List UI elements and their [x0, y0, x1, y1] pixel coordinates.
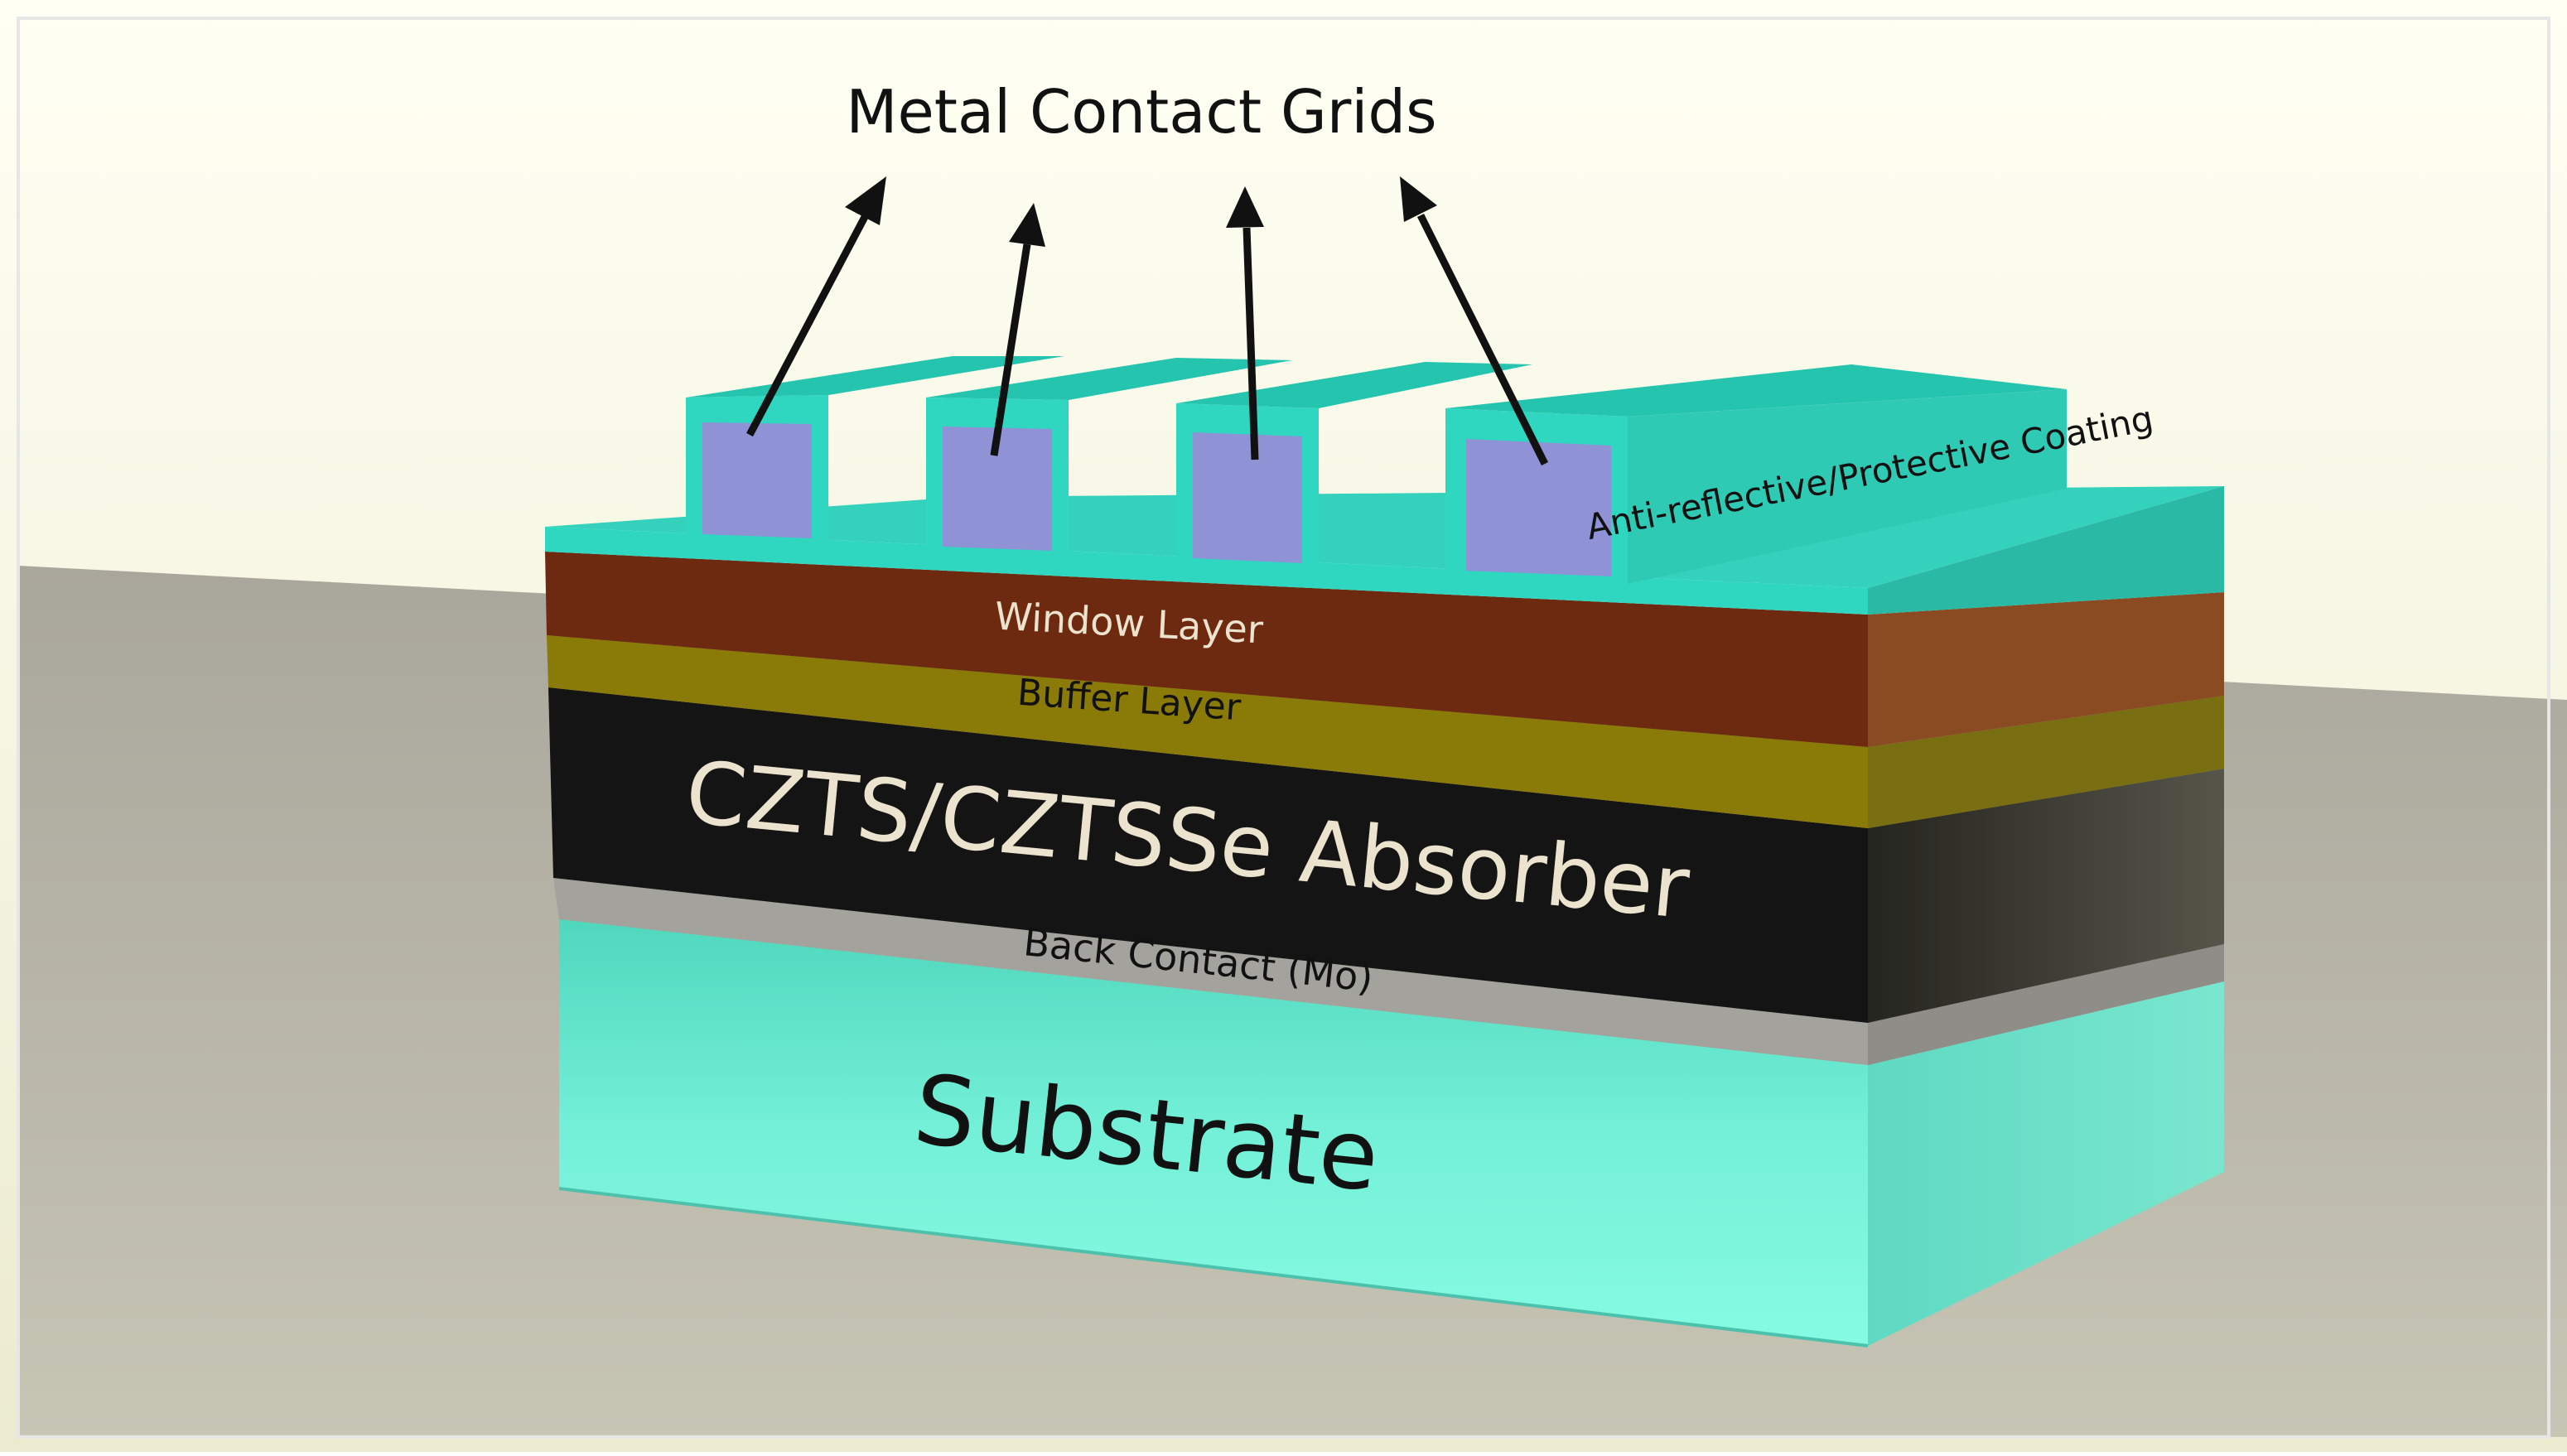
arrow-line-4	[1416, 213, 1549, 466]
coating-right-block	[1628, 389, 2067, 584]
buffer-side	[1868, 696, 2224, 828]
substrate-front	[559, 919, 1868, 1346]
coating-side	[1868, 486, 2224, 615]
arrow-line-3	[1242, 227, 1259, 460]
arrow-head-3	[1226, 186, 1264, 228]
window-front	[545, 552, 1868, 747]
grid-finger-top-4	[1445, 364, 2067, 417]
metal-grid-4	[1466, 439, 1611, 576]
arrow-head-1	[845, 176, 886, 225]
substrate-side	[1868, 981, 2224, 1346]
grid-finger-top-2	[926, 358, 1292, 400]
arrow-head-4	[1400, 176, 1437, 222]
frame-border	[17, 17, 2550, 1439]
back-contact-front	[553, 878, 1868, 1065]
callout-title: Metal Contact Grids	[846, 77, 1436, 147]
metal-grid-3	[1193, 432, 1302, 563]
metal-grid-2	[943, 427, 1052, 551]
absorber-front	[548, 687, 1868, 1023]
buffer-front	[547, 635, 1868, 828]
arrow-head-2	[1009, 203, 1045, 247]
grid-finger-top-3	[1176, 362, 1532, 408]
grid-finger-top-1	[686, 356, 1064, 398]
metal-grid-1	[702, 422, 812, 538]
coating-front	[545, 527, 1868, 615]
substrate-bottom-edge	[558, 1187, 1869, 1348]
arrow-line-1	[746, 213, 869, 437]
back-contact-side	[1868, 944, 2224, 1065]
absorber-side	[1868, 769, 2224, 1023]
arrow-line-2	[990, 243, 1031, 456]
callout-arrows	[746, 176, 1549, 466]
window-side	[1868, 592, 2224, 747]
